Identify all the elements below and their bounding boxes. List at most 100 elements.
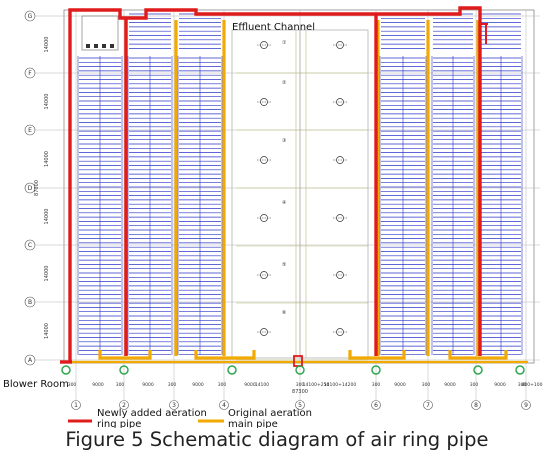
row-axis-bubble: [24, 354, 36, 366]
col-axis-label: 5: [298, 402, 302, 409]
diffuser-grids: [77, 13, 523, 356]
equipment-square: [94, 44, 98, 48]
col-axis-bubble: [219, 400, 229, 410]
bottom-dimension-label: 9000: [244, 382, 256, 388]
bottom-dimension-label: 300: [116, 382, 125, 388]
orange-header: [448, 350, 508, 360]
mixer-symbol: [336, 214, 344, 222]
mixer-symbol: [260, 156, 268, 164]
row-spacing-label: 14000: [44, 266, 50, 282]
row-axis-bubble: [24, 182, 36, 194]
orange-header: [348, 350, 406, 360]
mixer-symbol: [260, 271, 268, 279]
row-spacing-label: 14000: [44, 94, 50, 110]
equipment-square: [110, 44, 114, 48]
row-axis-bubble: [24, 10, 36, 22]
bottom-dimension-label: 400+100: [522, 382, 543, 388]
row-axis-bubble: [24, 239, 36, 251]
row-axis-label: D: [28, 185, 33, 192]
bottom-dimension-label: 300: [422, 382, 431, 388]
col-axis-bubble: [471, 400, 481, 410]
bottom-dimension-label: 300: [296, 382, 305, 388]
row-axis-label: F: [28, 70, 32, 77]
green-marker: [61, 365, 71, 375]
tank-number-6: ⑥: [282, 310, 287, 316]
row-spacing-label: 14000: [44, 209, 50, 225]
col-axis-bubble: [295, 400, 305, 410]
row-axis-bubble: [24, 124, 36, 136]
green-marker: [119, 365, 129, 375]
figure-caption: Figure 5 Schematic diagram of air ring p…: [65, 428, 489, 451]
row-axis-label: B: [28, 299, 32, 306]
mixer-symbol: [336, 41, 344, 49]
mixer-symbol: [260, 41, 268, 49]
tank-number-5: ⑤: [282, 262, 286, 268]
effluent-channel-label: Effluent Channel: [232, 22, 315, 33]
row-axis-label: A: [28, 357, 33, 364]
bottom-dimension-label: 300: [470, 382, 479, 388]
bottom-dimension-label: 300: [168, 382, 177, 388]
diffuser-lane: [431, 56, 475, 356]
mixer-symbol: [336, 328, 344, 336]
red-ring-top: [68, 6, 482, 362]
legend: Newly added aeration ring pipe Original …: [68, 408, 312, 428]
new-aeration-ring-pipe: [60, 6, 488, 367]
diffuser-lane: [479, 56, 523, 356]
col-axis-label: 7: [426, 402, 430, 409]
row-axis-label: E: [28, 127, 32, 134]
bottom-dimension-label: 14100+14200: [324, 382, 357, 388]
bottom-dimension-label: 300: [68, 382, 77, 388]
col-axis-bubble: [521, 400, 531, 410]
col-axis-bubble: [71, 400, 81, 410]
bottom-dimension-label: 300: [372, 382, 381, 388]
row-axis-label: G: [28, 13, 33, 20]
bottom-dimension-label: 300: [218, 382, 227, 388]
col-axis-label: 6: [374, 402, 378, 409]
bottom-dimension-label: 9000: [192, 382, 204, 388]
legend-orange-text-line2: main pipe: [228, 419, 278, 428]
col-axis-label: 1: [74, 402, 78, 409]
green-marker: [227, 365, 237, 375]
col-axis-bubble: [371, 400, 381, 410]
mixer-symbol: [336, 98, 344, 106]
equipment-box: [81, 15, 119, 51]
bottom-dimension-label: 9000: [494, 382, 506, 388]
mixer-symbol: [260, 98, 268, 106]
col-axis-label: 4: [222, 402, 226, 409]
row-spacing-label: 14000: [44, 323, 50, 339]
diffuser-lane: [127, 56, 173, 356]
bottom-dimension-label: 9000: [394, 382, 406, 388]
outer-frame: [63, 9, 535, 364]
equipment-square: [86, 44, 90, 48]
row-axis-bubble: [24, 67, 36, 79]
col-axis-bubble: [169, 400, 179, 410]
col-axis-bubble: [423, 400, 433, 410]
col-axis-label: 9: [524, 402, 528, 409]
green-marker: [515, 365, 525, 375]
total-width-label: 87300: [292, 389, 308, 395]
col-axis-label: 2: [122, 402, 126, 409]
equipment-square: [102, 44, 106, 48]
bottom-dimension-label: 14100+250: [303, 382, 330, 388]
legend-red-text-line2: ring pipe: [97, 419, 141, 428]
bottom-dimension-label: 9000: [444, 382, 456, 388]
row-axis-label: C: [28, 242, 32, 249]
green-marker: [371, 365, 381, 375]
tank-number-1: ①: [282, 40, 287, 46]
mixer-symbol: [336, 271, 344, 279]
row-spacing-label: 14000: [44, 37, 50, 53]
total-height-label: 87000: [34, 180, 40, 196]
row-spacing-label: 14000: [44, 151, 50, 167]
legend-red-text-line1: Newly added aeration: [97, 408, 207, 419]
green-marker: [473, 365, 483, 375]
mixer-symbol: [260, 214, 268, 222]
diffuser-lane: [379, 56, 427, 356]
col-axis-label: 8: [474, 402, 478, 409]
orange-header: [98, 350, 152, 360]
col-axis-bubble: [119, 400, 129, 410]
orange-header: [194, 350, 256, 360]
diffuser-lane: [177, 56, 223, 356]
legend-orange-text-line1: Original aeration: [228, 408, 312, 419]
green-marker: [295, 365, 305, 375]
